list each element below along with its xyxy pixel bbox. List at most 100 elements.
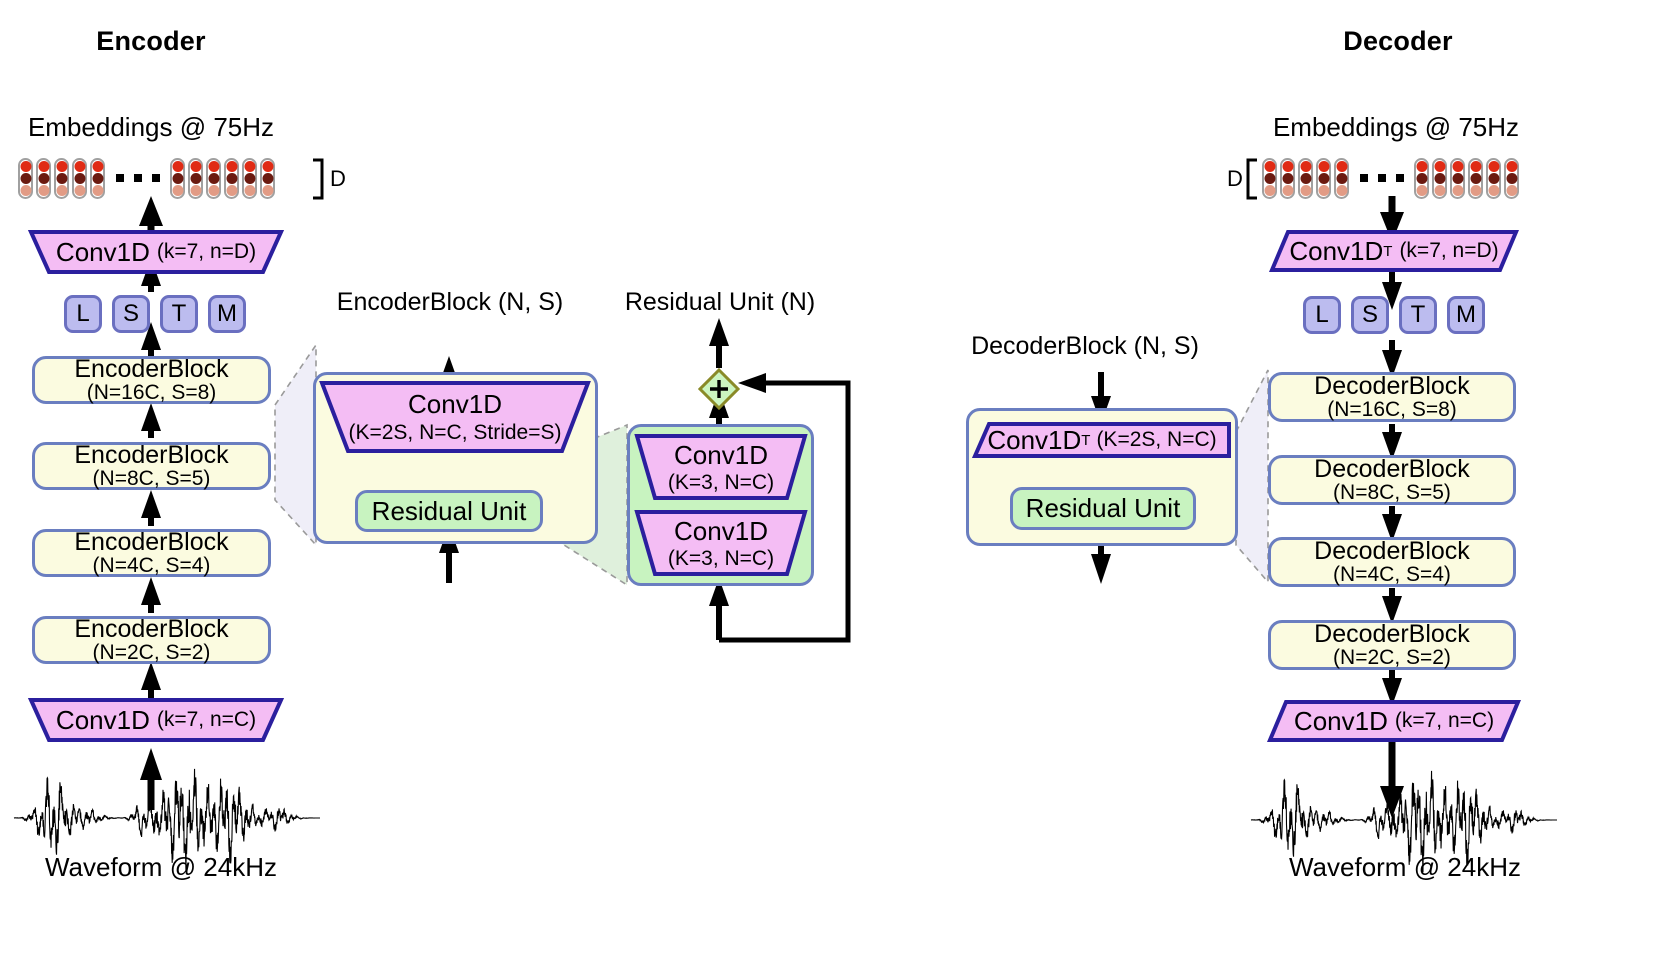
decoder-embedding-dot bbox=[1506, 185, 1517, 196]
encoder-embedding-dot bbox=[92, 161, 103, 172]
encoderblock-residual-unit[interactable]: Residual Unit bbox=[355, 490, 543, 532]
encoder-embedding-dot bbox=[190, 185, 201, 196]
encoder-lstm-cell-1: L bbox=[64, 295, 102, 333]
decoder-block-2-params: (N=8C, S=5) bbox=[1333, 481, 1451, 505]
encoder-embedding-dot bbox=[74, 185, 85, 196]
encoder-embedding-dot bbox=[190, 161, 201, 172]
residual-conv-upper[interactable]: Conv1D (K=3, N=C) bbox=[634, 434, 808, 500]
encoder-embedding-dot bbox=[56, 161, 67, 172]
decoder-embedding-dot bbox=[1282, 161, 1293, 172]
decoder-block-4[interactable]: DecoderBlock (N=2C, S=2) bbox=[1268, 620, 1516, 670]
encoder-block-1[interactable]: EncoderBlock (N=16C, S=8) bbox=[32, 356, 271, 404]
encoder-embedding-dot bbox=[208, 185, 219, 196]
decoder-embedding-dot bbox=[1336, 173, 1347, 184]
decoderblock-residual-unit[interactable]: Residual Unit bbox=[1010, 487, 1196, 530]
encoder-embedding-capsule bbox=[18, 158, 33, 199]
decoder-block-3-params: (N=4C, S=4) bbox=[1333, 563, 1451, 587]
encoder-embedding-dot bbox=[244, 161, 255, 172]
decoder-embedding-dot bbox=[1336, 185, 1347, 196]
encoder-embedding-dot bbox=[244, 185, 255, 196]
decoder-embedding-capsule bbox=[1280, 158, 1295, 199]
encoder-lstm-cell-2: S bbox=[112, 295, 150, 333]
decoder-lstm-cell-2: S bbox=[1351, 296, 1389, 334]
decoder-embeddings-caption: Embeddings @ 75Hz bbox=[1272, 112, 1520, 142]
decoder-embedding-dot bbox=[1470, 161, 1481, 172]
encoder-block-2-name: EncoderBlock bbox=[74, 441, 229, 470]
decoder-block-3-name: DecoderBlock bbox=[1314, 537, 1470, 566]
decoder-embedding-capsule bbox=[1334, 158, 1349, 199]
encoder-block-1-name: EncoderBlock bbox=[74, 355, 229, 384]
encoder-embedding-dot bbox=[208, 173, 219, 184]
residual-add-node bbox=[697, 367, 741, 411]
encoder-embedding-dot bbox=[20, 185, 31, 196]
encoder-block-3-params: (N=4C, S=4) bbox=[92, 554, 211, 578]
decoder-embedding-capsule bbox=[1414, 158, 1429, 199]
encoder-block-2[interactable]: EncoderBlock (N=8C, S=5) bbox=[32, 442, 271, 490]
encoder-block-3[interactable]: EncoderBlock (N=4C, S=4) bbox=[32, 529, 271, 577]
decoder-block-3[interactable]: DecoderBlock (N=4C, S=4) bbox=[1268, 537, 1516, 587]
decoder-embedding-dot bbox=[1318, 161, 1329, 172]
decoder-embedding-dot bbox=[1300, 161, 1311, 172]
decoder-block-2[interactable]: DecoderBlock (N=8C, S=5) bbox=[1268, 455, 1516, 505]
decoder-embedding-dot bbox=[1506, 161, 1517, 172]
encoder-embedding-dot bbox=[262, 185, 273, 196]
encoder-embedding-dot bbox=[56, 173, 67, 184]
decoderblock-detail-title: DecoderBlock (N, S) bbox=[971, 332, 1199, 360]
decoder-block-1-params: (N=16C, S=8) bbox=[1327, 398, 1457, 422]
encoderblock-conv[interactable]: Conv1D (K=2S, N=C, Stride=S) bbox=[319, 381, 591, 453]
encoder-dim-label: D bbox=[330, 166, 346, 191]
decoder-embedding-dot bbox=[1300, 173, 1311, 184]
decoder-embedding-dot bbox=[1336, 161, 1347, 172]
encoder-embedding-dot bbox=[172, 185, 183, 196]
encoder-embedding-dot bbox=[38, 173, 49, 184]
encoder-embeddings bbox=[18, 158, 328, 202]
encoder-embedding-dot bbox=[92, 185, 103, 196]
residual-conv-lower[interactable]: Conv1D (K=3, N=C) bbox=[634, 510, 808, 576]
decoder-embedding-dot bbox=[1434, 161, 1445, 172]
encoder-embedding-dot bbox=[262, 161, 273, 172]
decoder-block-1[interactable]: DecoderBlock (N=16C, S=8) bbox=[1268, 372, 1516, 422]
encoder-embedding-dot bbox=[172, 161, 183, 172]
encoder-embedding-capsule bbox=[188, 158, 203, 199]
encoder-embedding-capsule bbox=[36, 158, 51, 199]
decoder-detail-wedge bbox=[1235, 369, 1269, 585]
encoder-embedding-dot bbox=[172, 173, 183, 184]
encoder-embedding-dot bbox=[38, 161, 49, 172]
decoder-embedding-ellipsis bbox=[1360, 174, 1404, 182]
encoderblock-detail-title: EncoderBlock (N, S) bbox=[336, 288, 564, 316]
encoder-embedding-capsule bbox=[90, 158, 105, 199]
decoder-embedding-dot bbox=[1506, 173, 1517, 184]
decoder-embedding-dot bbox=[1452, 173, 1463, 184]
decoder-embedding-dot bbox=[1488, 161, 1499, 172]
encoder-lstm-cell-4: M bbox=[208, 295, 246, 333]
decoder-embedding-dot bbox=[1282, 185, 1293, 196]
encoder-block-3-name: EncoderBlock bbox=[74, 528, 229, 557]
encoder-embedding-dot bbox=[190, 173, 201, 184]
decoder-embedding-dot bbox=[1416, 173, 1427, 184]
encoder-block-4[interactable]: EncoderBlock (N=2C, S=2) bbox=[32, 616, 271, 664]
decoder-bottom-conv[interactable]: Conv1D (k=7, n=C) bbox=[1266, 700, 1522, 742]
encoder-lstm-cell-3: T bbox=[160, 295, 198, 333]
decoder-embedding-capsule bbox=[1262, 158, 1277, 199]
waveform-trace bbox=[13, 768, 320, 872]
decoder-block-4-name: DecoderBlock bbox=[1314, 620, 1470, 649]
decoder-embedding-dot bbox=[1434, 173, 1445, 184]
encoder-embedding-capsule bbox=[224, 158, 239, 199]
encoder-bottom-conv[interactable]: Conv1D (k=7, n=C) bbox=[27, 698, 285, 742]
decoder-embedding-dot bbox=[1416, 185, 1427, 196]
encoder-embedding-dot bbox=[56, 185, 67, 196]
encoder-embedding-capsule bbox=[260, 158, 275, 199]
decoder-embedding-dot bbox=[1318, 173, 1329, 184]
encoder-embedding-capsule bbox=[54, 158, 69, 199]
decoder-embedding-dot bbox=[1452, 161, 1463, 172]
decoder-embeddings bbox=[1262, 158, 1572, 202]
decoder-lstm-cell-4: M bbox=[1447, 296, 1485, 334]
encoder-block-4-name: EncoderBlock bbox=[74, 615, 229, 644]
encoder-top-conv[interactable]: Conv1D (k=7, n=D) bbox=[27, 230, 285, 274]
encoder-embedding-dot bbox=[38, 185, 49, 196]
decoder-embedding-dot bbox=[1452, 185, 1463, 196]
